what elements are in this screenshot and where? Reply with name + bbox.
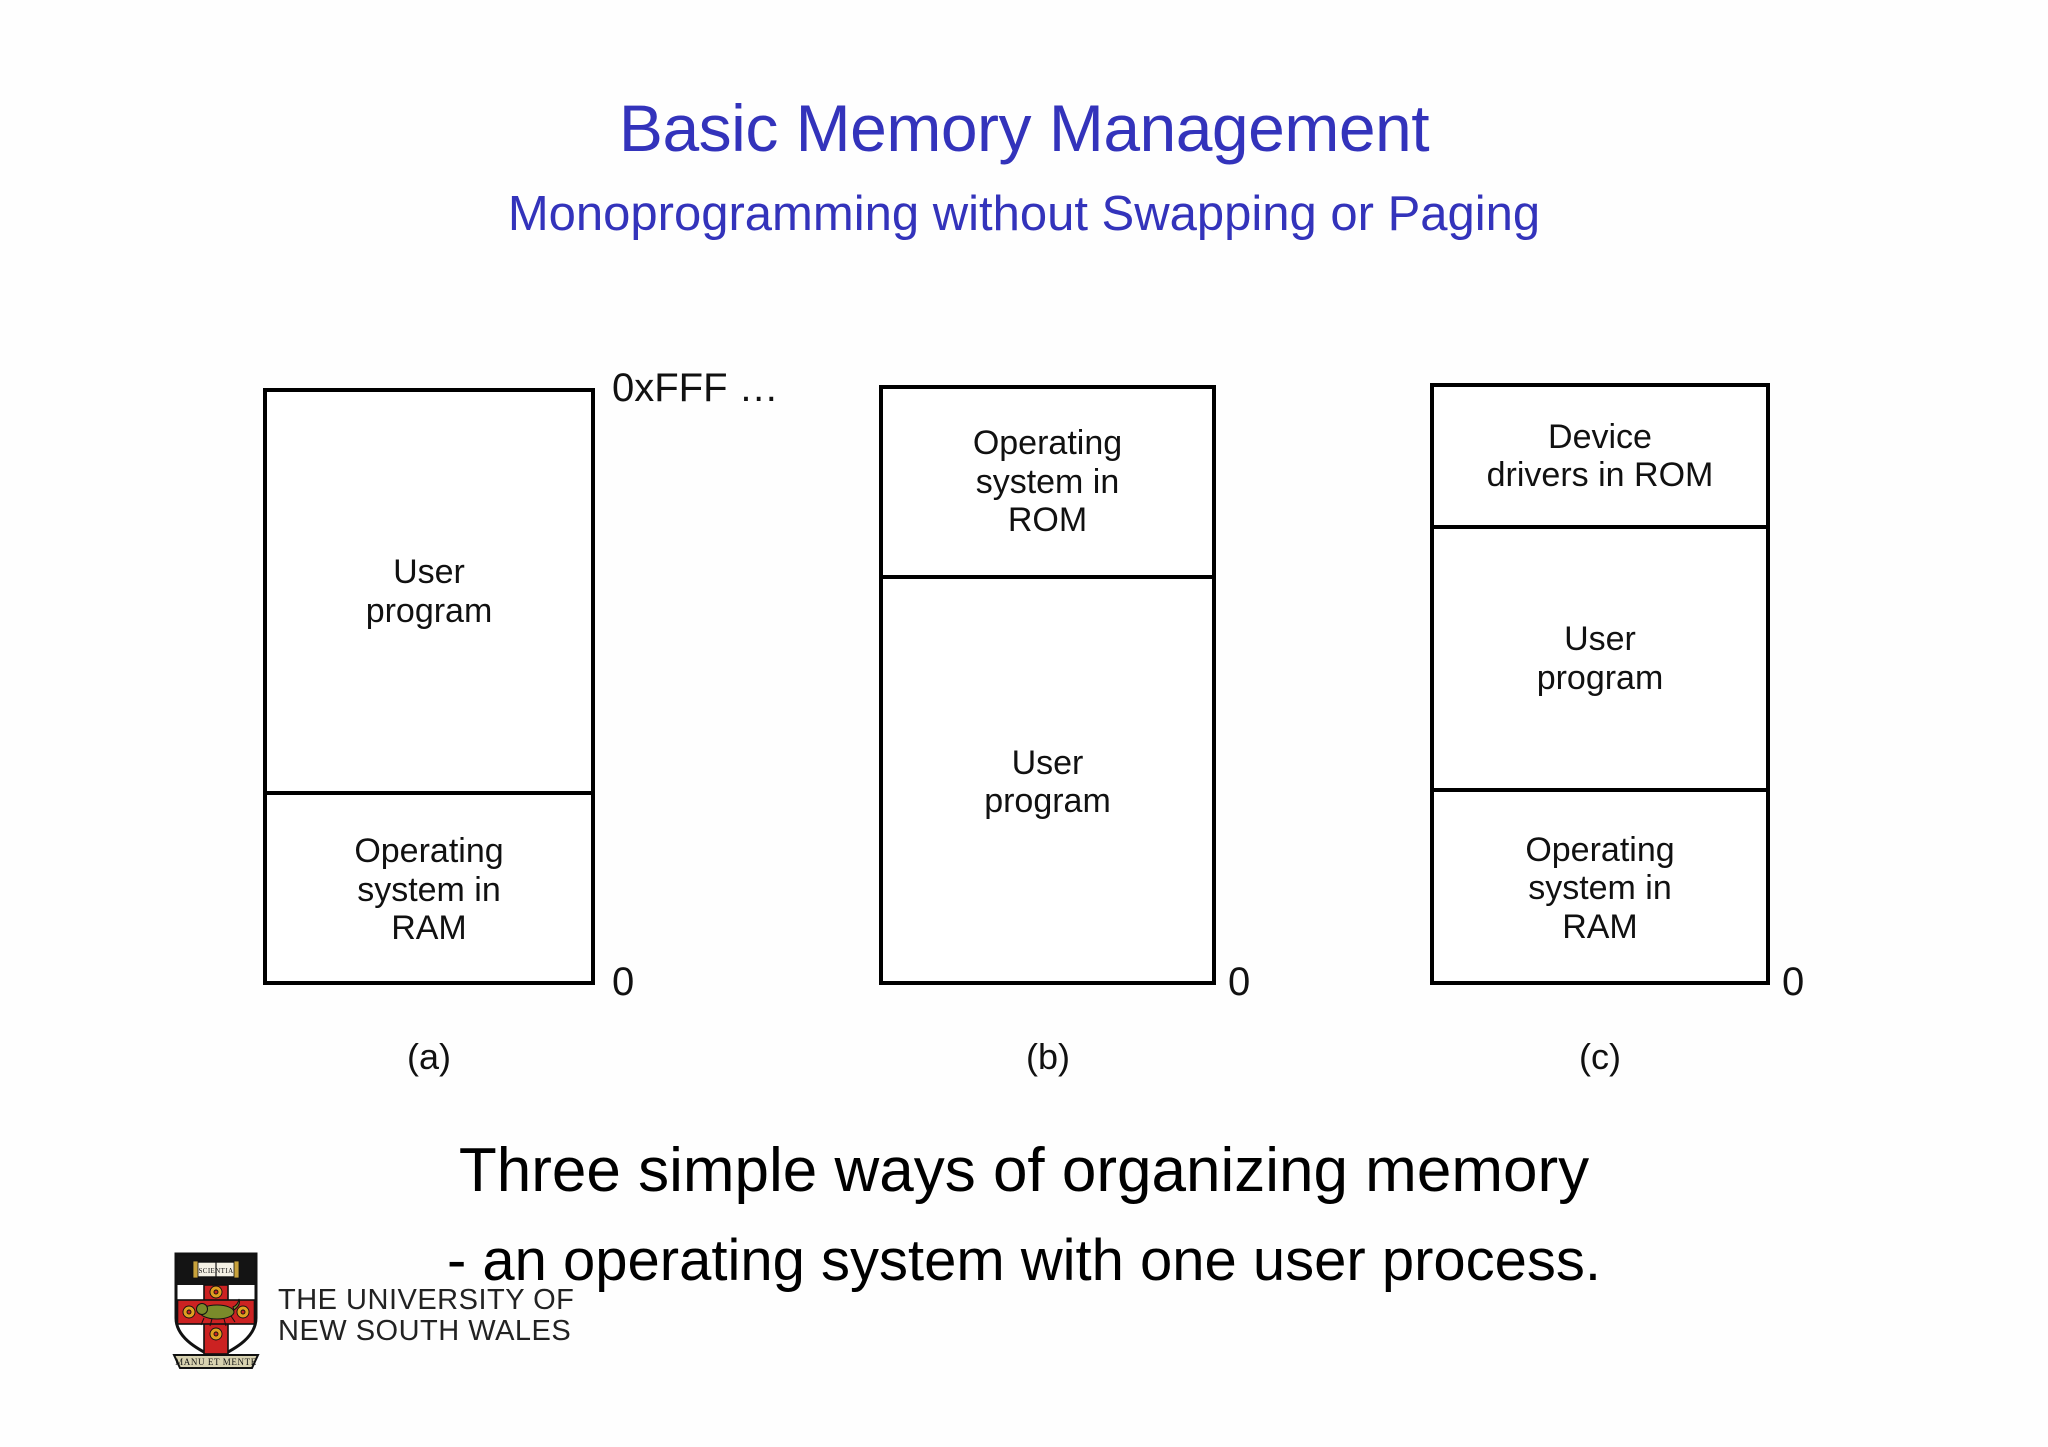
memory-block-label: User program xyxy=(1536,620,1664,697)
memory-block-label: Operating system in RAM xyxy=(1525,830,1675,946)
memory-block-os-in-rom-b: Operating system in ROM xyxy=(883,389,1212,579)
address-label-zero-b: 0 xyxy=(1228,960,1251,1004)
memory-block-user-program-c: User program xyxy=(1434,529,1766,792)
address-label-zero-a: 0 xyxy=(612,960,635,1004)
memory-block-label: Operating system in RAM xyxy=(354,832,504,948)
summary-caption-line2: - an operating system with one user proc… xyxy=(446,1228,1602,1293)
memory-block-user-program-a: User program xyxy=(267,392,591,795)
memory-block-label: Device drivers in ROM xyxy=(1486,417,1714,494)
memory-block-os-in-ram-c: Operating system in RAM xyxy=(1434,792,1766,985)
svg-text:SCIENTIA: SCIENTIA xyxy=(198,1267,233,1275)
memory-block-user-program-b: User program xyxy=(883,579,1212,985)
memory-diagram-b: Operating system in ROM User program xyxy=(879,385,1216,985)
diagram-caption-b: (b) xyxy=(1026,1036,1070,1077)
unsw-crest-icon: SCIENTIA MANU ET MENTE xyxy=(172,1252,260,1374)
page-subtitle: Monoprogramming without Swapping or Pagi… xyxy=(507,187,1541,241)
memory-diagram-a: User program Operating system in RAM xyxy=(263,388,595,985)
memory-block-device-drivers-in-rom-c: Device drivers in ROM xyxy=(1434,387,1766,529)
memory-block-os-in-ram-a: Operating system in RAM xyxy=(267,795,591,985)
memory-block-label: User program xyxy=(365,553,493,630)
address-label-top: 0xFFF … xyxy=(612,366,779,410)
address-label-zero-c: 0 xyxy=(1782,960,1805,1004)
memory-diagram-c: Device drivers in ROM User program Opera… xyxy=(1430,383,1770,985)
unsw-wordmark: THE UNIVERSITY OF NEW SOUTH WALES xyxy=(278,1284,575,1348)
memory-block-label: User program xyxy=(984,743,1111,820)
memory-block-label: Operating system in ROM xyxy=(972,424,1123,540)
summary-caption-line1: Three simple ways of organizing memory xyxy=(458,1136,1590,1205)
diagram-caption-a: (a) xyxy=(407,1036,451,1077)
page-title: Basic Memory Management xyxy=(618,91,1430,165)
unsw-motto-text: MANU ET MENTE xyxy=(175,1357,257,1367)
diagram-caption-c: (c) xyxy=(1579,1036,1621,1077)
